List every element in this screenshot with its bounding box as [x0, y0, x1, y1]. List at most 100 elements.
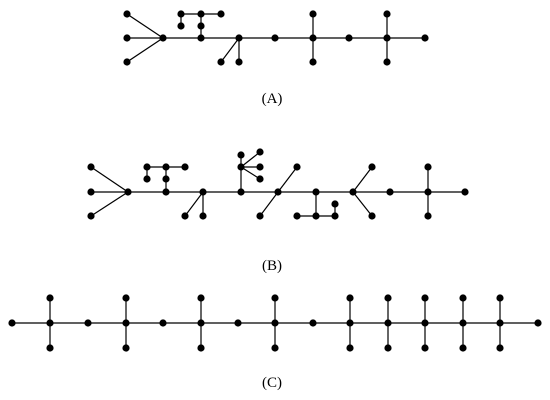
tree-node: [237, 163, 245, 171]
tree-node: [496, 344, 504, 352]
tree-edge: [220, 37, 240, 63]
tree-edge: [126, 13, 164, 39]
tree-node: [123, 58, 131, 66]
tree-node: [235, 58, 243, 66]
tree-node: [459, 294, 467, 302]
tree-node: [143, 175, 151, 183]
tree-node: [309, 58, 317, 66]
tree-node: [424, 212, 432, 220]
tree-node: [237, 151, 245, 159]
tree-node: [256, 212, 264, 220]
tree-node: [496, 319, 504, 327]
tree-node: [181, 212, 189, 220]
tree-node: [217, 58, 225, 66]
tree-node: [181, 163, 189, 171]
tree-node: [271, 294, 279, 302]
caption-b: (B): [262, 258, 282, 274]
tree-node: [46, 319, 54, 327]
tree-node: [122, 344, 130, 352]
tree-edge: [90, 191, 129, 217]
tree-node: [368, 163, 376, 171]
tree-node: [8, 319, 16, 327]
tree-edge: [240, 151, 261, 168]
tree-node: [123, 34, 131, 42]
tree-edge: [259, 191, 279, 217]
tree-node: [237, 188, 245, 196]
tree-node: [124, 188, 132, 196]
tree-node: [256, 175, 264, 183]
tree-node: [421, 294, 429, 302]
tree-node: [87, 212, 95, 220]
tree-node: [346, 344, 354, 352]
tree-edge: [240, 166, 261, 180]
tree-node: [293, 212, 301, 220]
tree-node: [331, 212, 339, 220]
tree-node: [84, 319, 92, 327]
tree-node: [383, 34, 391, 42]
tree-node: [534, 319, 542, 327]
tree-diagram-b: [87, 148, 469, 220]
tree-node: [421, 319, 429, 327]
tree-node: [459, 319, 467, 327]
tree-node: [271, 34, 279, 42]
tree-node: [386, 188, 394, 196]
tree-edge: [352, 166, 373, 193]
tree-node: [349, 188, 357, 196]
tree-node: [197, 10, 205, 18]
tree-node: [197, 319, 205, 327]
tree-node: [368, 212, 376, 220]
tree-node: [309, 10, 317, 18]
tree-node: [346, 294, 354, 302]
tree-node: [383, 10, 391, 18]
tree-node: [177, 22, 185, 30]
tree-edge: [352, 191, 373, 217]
tree-node: [345, 34, 353, 42]
tree-node: [271, 319, 279, 327]
tree-node: [309, 34, 317, 42]
tree-node: [197, 34, 205, 42]
tree-node: [271, 344, 279, 352]
tree-node: [217, 10, 225, 18]
tree-node: [159, 34, 167, 42]
tree-node: [162, 188, 170, 196]
tree-node: [235, 34, 243, 42]
tree-node: [421, 34, 429, 42]
tree-diagram-c: [8, 294, 542, 352]
tree-node: [309, 319, 317, 327]
tree-node: [384, 294, 392, 302]
tree-node: [234, 319, 242, 327]
tree-node: [197, 344, 205, 352]
tree-node: [87, 188, 95, 196]
tree-node: [46, 344, 54, 352]
tree-node: [312, 188, 320, 196]
tree-node: [274, 188, 282, 196]
tree-node: [122, 319, 130, 327]
tree-node: [421, 344, 429, 352]
tree-node: [383, 58, 391, 66]
tree-node: [384, 319, 392, 327]
tree-node: [123, 10, 131, 18]
tree-node: [293, 163, 301, 171]
tree-node: [143, 163, 151, 171]
caption-a: (A): [262, 91, 283, 107]
tree-edge: [126, 37, 164, 63]
tree-node: [159, 319, 167, 327]
tree-node: [162, 175, 170, 183]
tree-node: [46, 294, 54, 302]
tree-node: [256, 163, 264, 171]
tree-node: [87, 163, 95, 171]
tree-node: [177, 10, 185, 18]
tree-node: [199, 212, 207, 220]
tree-edge: [277, 166, 298, 193]
tree-node: [197, 22, 205, 30]
tree-node: [331, 200, 339, 208]
tree-node: [461, 188, 469, 196]
tree-node: [459, 344, 467, 352]
tree-node: [346, 319, 354, 327]
tree-edge: [184, 191, 204, 217]
tree-edge: [90, 166, 129, 193]
tree-node: [384, 344, 392, 352]
tree-node: [424, 163, 432, 171]
tree-node: [197, 294, 205, 302]
